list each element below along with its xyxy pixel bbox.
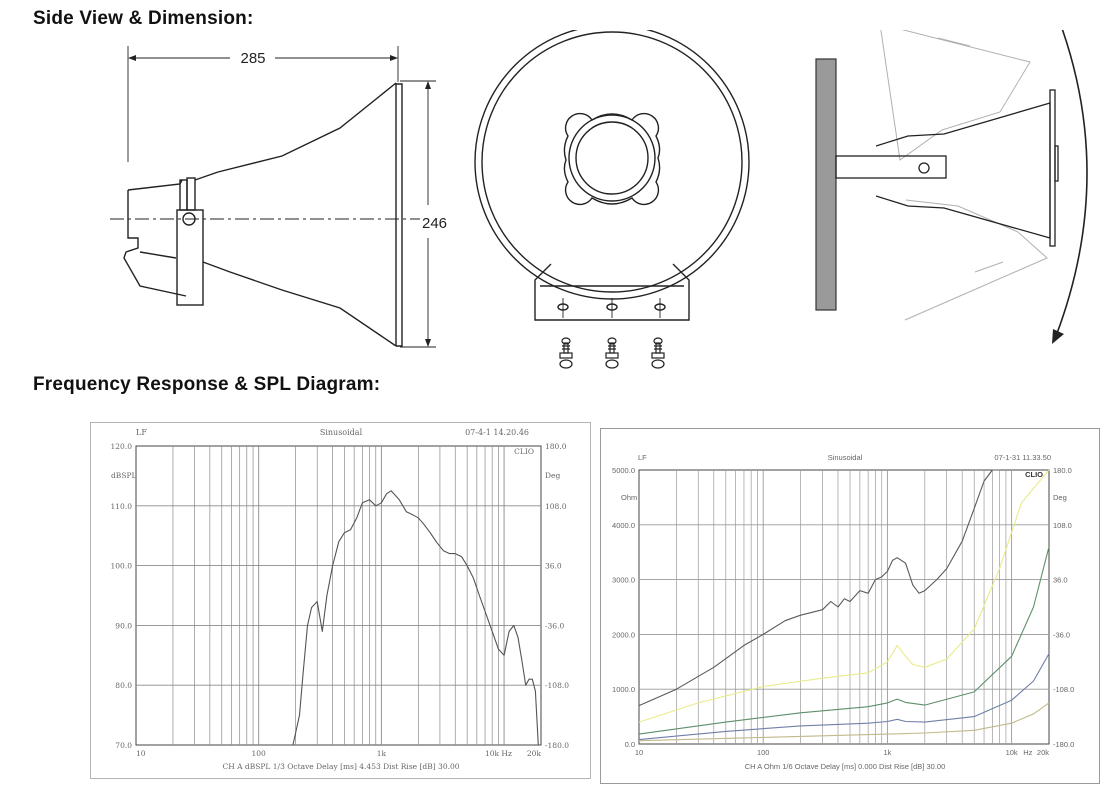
series-line xyxy=(638,702,1050,742)
x-tick-label: 100 xyxy=(757,748,770,757)
y2-tick-label: -180.0 xyxy=(1053,740,1074,749)
bracket-swivel-drawing xyxy=(815,30,1088,344)
y-tick-label: 90.0 xyxy=(115,621,132,630)
x-tick-label: 1k xyxy=(377,749,387,758)
y2-tick-label: -36.0 xyxy=(545,621,564,630)
section-heading-frequency: Frequency Response & SPL Diagram: xyxy=(33,374,381,395)
series-line xyxy=(638,469,1050,723)
y2-tick-label: 180.0 xyxy=(545,442,567,451)
dimension-length: 285 xyxy=(240,50,265,67)
y-tick-label: 5000.0 xyxy=(612,466,635,475)
impedance-svg: LF Sinusoidal 07-1-31 11.33.50 CLIO Ohm … xyxy=(612,453,1074,771)
impedance-chart: LF Sinusoidal 07-1-31 11.33.50 CLIO Ohm … xyxy=(600,428,1100,784)
frequency-response-svg: LF Sinusoidal 07-4-1 14.20.46 CLIO dBSPL… xyxy=(111,428,570,771)
y2-tick-label: -108.0 xyxy=(1053,685,1074,694)
frequency-response-chart: LF Sinusoidal 07-4-1 14.20.46 CLIO dBSPL… xyxy=(90,422,591,779)
section-heading-side-view: Side View & Dimension: xyxy=(33,8,254,29)
chart2-left-unit: Ohm xyxy=(621,493,637,502)
plot-frame xyxy=(135,445,542,746)
series-line xyxy=(638,653,1050,741)
screw-icon xyxy=(605,337,619,369)
x-tick-label: 10k xyxy=(1006,748,1018,757)
y2-tick-label: 180.0 xyxy=(1053,466,1072,475)
y2-tick-label: -108.0 xyxy=(545,681,569,690)
chart1-top-right: 07-4-1 14.20.46 xyxy=(465,428,529,437)
chart2-caption: CH A Ohm 1/6 Octave Delay [ms] 0.000 Dis… xyxy=(745,762,946,771)
y2-tick-label: 108.0 xyxy=(1053,521,1072,530)
screw-icon xyxy=(559,337,573,369)
y2-tick-label: -180.0 xyxy=(545,741,569,750)
y-tick-label: 2000.0 xyxy=(612,630,635,639)
y-tick-label: 110.0 xyxy=(111,502,133,511)
y-tick-label: 1000.0 xyxy=(612,685,635,694)
y2-tick-label: 36.0 xyxy=(1053,576,1068,585)
chart2-top-right: 07-1-31 11.33.50 xyxy=(994,453,1051,462)
chart1-top-center: Sinusoidal xyxy=(320,428,363,437)
chart2-top-center: Sinusoidal xyxy=(828,453,863,462)
y-tick-label: 120.0 xyxy=(111,442,133,451)
chart1-caption: CH A dBSPL 1/3 Octave Delay [ms] 4.453 D… xyxy=(222,762,459,771)
y2-tick-label: 36.0 xyxy=(545,562,562,571)
x-tick-label: 20k xyxy=(527,749,542,758)
y-tick-label: 3000.0 xyxy=(612,576,635,585)
chart1-brand: CLIO xyxy=(514,447,534,456)
chart2-top-left: LF xyxy=(638,453,647,462)
y-tick-label: 70.0 xyxy=(115,741,132,750)
horn-side-view-drawing xyxy=(110,46,436,348)
y-tick-label: 100.0 xyxy=(111,562,133,571)
x-tick-label: 10k Hz xyxy=(485,749,512,758)
series-line xyxy=(292,490,539,746)
x-tick-label: 10 xyxy=(136,749,146,758)
chart1-top-left: LF xyxy=(136,428,147,437)
x-tick-label: 100 xyxy=(252,749,267,758)
series-line xyxy=(638,546,1050,735)
dimension-drawings: 285 246 xyxy=(110,30,1088,369)
x-tick-label: Hz xyxy=(1023,748,1032,757)
chart2-brand: CLIO xyxy=(1025,470,1043,479)
y2-tick-label: 108.0 xyxy=(545,502,567,511)
y2-tick-label: -36.0 xyxy=(1053,630,1070,639)
y-tick-label: 4000.0 xyxy=(612,521,635,530)
dimension-diameter: 246 xyxy=(422,215,447,232)
plot-frame xyxy=(638,469,1050,745)
horn-front-view-drawing xyxy=(474,30,750,321)
chart1-right-unit: Deg xyxy=(545,471,560,480)
y-tick-label: 0.0 xyxy=(625,740,635,749)
series-line xyxy=(638,469,1000,707)
x-tick-label: 20k xyxy=(1037,748,1049,757)
x-tick-label: 10 xyxy=(635,748,643,757)
screw-icon xyxy=(651,337,665,369)
chart1-left-unit: dBSPL xyxy=(111,471,136,480)
chart2-right-unit: Deg xyxy=(1053,493,1067,502)
y-tick-label: 80.0 xyxy=(115,681,132,690)
x-tick-label: 1k xyxy=(883,748,891,757)
